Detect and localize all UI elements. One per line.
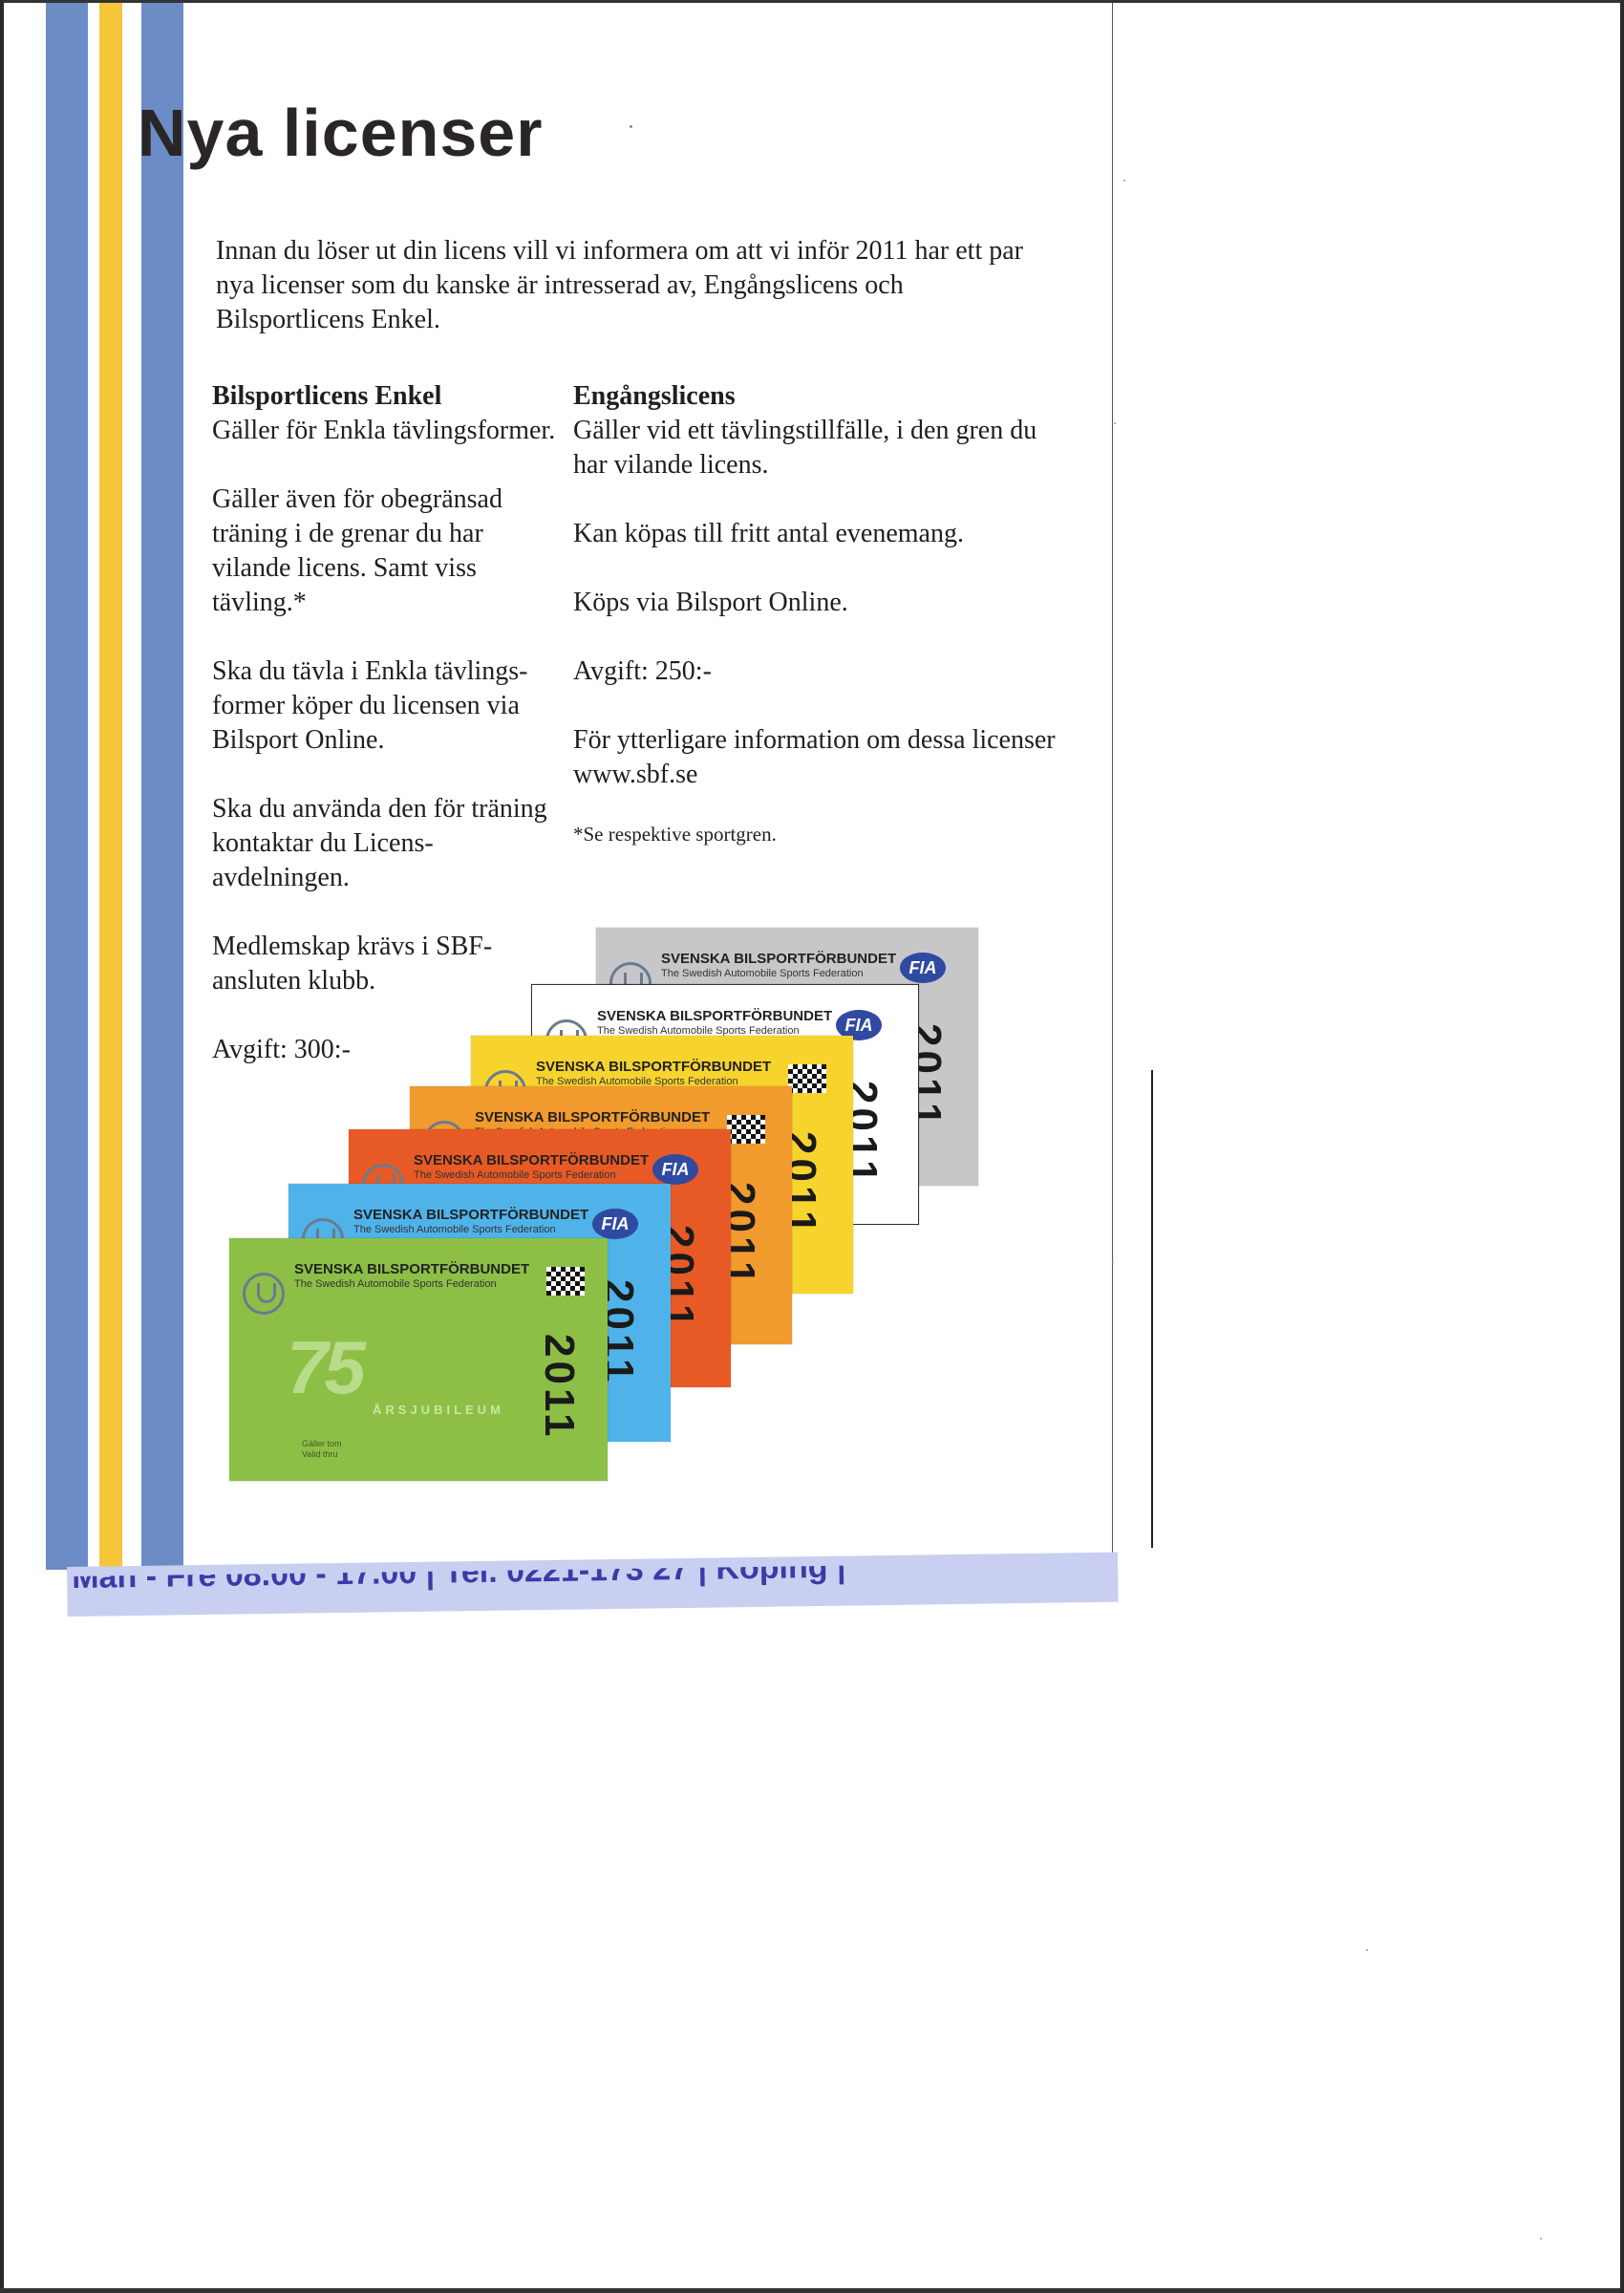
card-org-sub: The Swedish Automobile Sports Federation (597, 1025, 800, 1037)
speck (1540, 2238, 1542, 2239)
enkel-p4: Ska du använda den för träning kontaktar… (212, 794, 547, 892)
card-org-sub: The Swedish Automobile Sports Federation (536, 1076, 738, 1087)
card-org: SVENSKA BILSPORTFÖRBUNDET (353, 1207, 589, 1223)
scan-line (1151, 1070, 1153, 1548)
license-cards-illustration: SVENSKA BILSPORTFÖRBUNDET The Swedish Au… (4, 3, 1112, 1570)
license-card-green: SVENSKA BILSPORTFÖRBUNDET The Swedish Au… (229, 1238, 608, 1481)
fia-logo-icon: FIA (592, 1209, 638, 1239)
sbf-logo-icon (243, 1273, 285, 1315)
card-org: SVENSKA BILSPORTFÖRBUNDET (597, 1008, 833, 1024)
fia-logo-icon: FIA (900, 953, 946, 983)
stripe-yellow (99, 3, 122, 1570)
card-org-sub: The Swedish Automobile Sports Federation (661, 968, 864, 979)
page-title: Nya licenser (138, 96, 544, 170)
column-enkel: Bilsportlicens Enkel Gäller för Enkla tä… (212, 379, 556, 1102)
enkel-fee: Avgift: 300:- (212, 1035, 351, 1064)
enkel-p5: Medlemskap krävs i SBF-ansluten klubb. (212, 932, 493, 996)
valid-thru-label: Gäller tom Valid thru (302, 1439, 342, 1459)
heading-enkel: Bilsportlicens Enkel (212, 381, 442, 411)
checkered-flag-icon (546, 1267, 585, 1296)
card-org-sub: The Swedish Automobile Sports Federation (353, 1224, 556, 1235)
scan-edge-left (0, 0, 4, 2293)
speck (1366, 1949, 1368, 1951)
heading-engangs: Engångslicens (573, 381, 736, 411)
engangs-p3: Köps via Bilsport Online. (573, 588, 848, 617)
engangs-p1: Gäller vid ett tävlingstillfälle, i den … (573, 416, 1037, 480)
enkel-p3: Ska du tävla i Enkla tävlings-former köp… (212, 656, 528, 755)
column-engangs: Engångslicens Gäller vid ett tävlingstil… (573, 379, 1060, 882)
card-org: SVENSKA BILSPORTFÖRBUNDET (414, 1152, 650, 1168)
document-page: Nya licenser Innan du löser ut din licen… (4, 3, 1113, 1570)
footnote: *Se respektive sportgren. (573, 823, 777, 846)
jubilee-text: ÅRSJUBILEUM (373, 1403, 504, 1417)
fia-logo-icon: FIA (652, 1154, 698, 1185)
engangs-p2: Kan köpas till fritt antal evenemang. (573, 519, 964, 548)
checkered-flag-icon (788, 1064, 826, 1093)
engangs-fee: Avgift: 250:- (573, 656, 712, 686)
card-org: SVENSKA BILSPORTFÖRBUNDET (536, 1059, 772, 1075)
speck (1114, 422, 1116, 424)
enkel-p1: Gäller för Enkla tävlingsformer. (212, 416, 556, 445)
scan-edge-right (1620, 0, 1624, 2293)
card-org: SVENSKA BILSPORTFÖRBUNDET (661, 951, 897, 967)
stripe-blue-left (46, 3, 88, 1570)
speck (1112, 1261, 1114, 1263)
intro-paragraph: Innan du löser ut din licens vill vi inf… (216, 236, 1023, 334)
scan-edge-bottom (0, 2288, 1624, 2293)
card-org-sub: The Swedish Automobile Sports Federation (414, 1169, 616, 1181)
scan-edge-top (0, 0, 1624, 3)
enkel-p2: Gäller även för obegränsad träning i de … (212, 484, 502, 617)
engangs-p4: För ytterligare information om dessa lic… (573, 725, 1056, 789)
card-year: 2011 (536, 1334, 583, 1441)
speck (1123, 180, 1125, 182)
card-org-sub: The Swedish Automobile Sports Federation (294, 1278, 497, 1290)
fia-logo-icon: FIA (836, 1010, 882, 1040)
card-org: SVENSKA BILSPORTFÖRBUNDET (475, 1109, 711, 1125)
jubilee-logo: 75 (287, 1325, 366, 1409)
checkered-flag-icon (727, 1115, 765, 1144)
stripe-blue-right (141, 3, 183, 1570)
card-org: SVENSKA BILSPORTFÖRBUNDET (294, 1261, 530, 1277)
speck (630, 125, 632, 128)
stripe-white (88, 3, 99, 1570)
stripe-white (122, 3, 141, 1570)
